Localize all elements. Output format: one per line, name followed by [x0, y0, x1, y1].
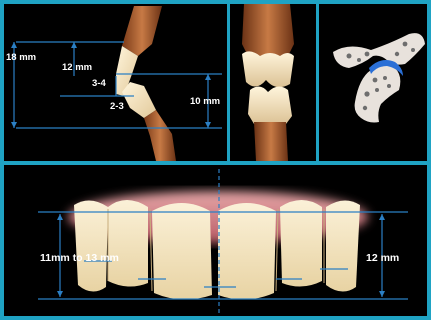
canine-length-label: 12 mm — [366, 252, 399, 264]
jaw-joint-illustration — [319, 4, 427, 161]
overbite-label: 3-4 — [92, 78, 106, 89]
crown-height-label: 12 mm — [62, 62, 92, 73]
posterior-teeth-panel — [230, 4, 316, 161]
anterior-length-label: 11mm to 13 mm — [40, 252, 119, 264]
overjet-label: 2-3 — [110, 101, 124, 112]
smile-panel: 11mm to 13 mm 12 mm — [4, 165, 427, 316]
lower-height-label: 10 mm — [190, 96, 220, 107]
incisor-occlusion-illustration — [4, 4, 227, 161]
incisor-occlusion-panel: 18 mm 12 mm 3-4 2-3 10 mm — [4, 4, 227, 161]
total-height-label: 18 mm — [6, 52, 36, 63]
posterior-teeth-illustration — [230, 4, 316, 161]
jaw-joint-panel — [319, 4, 427, 161]
smile-illustration — [4, 165, 427, 316]
